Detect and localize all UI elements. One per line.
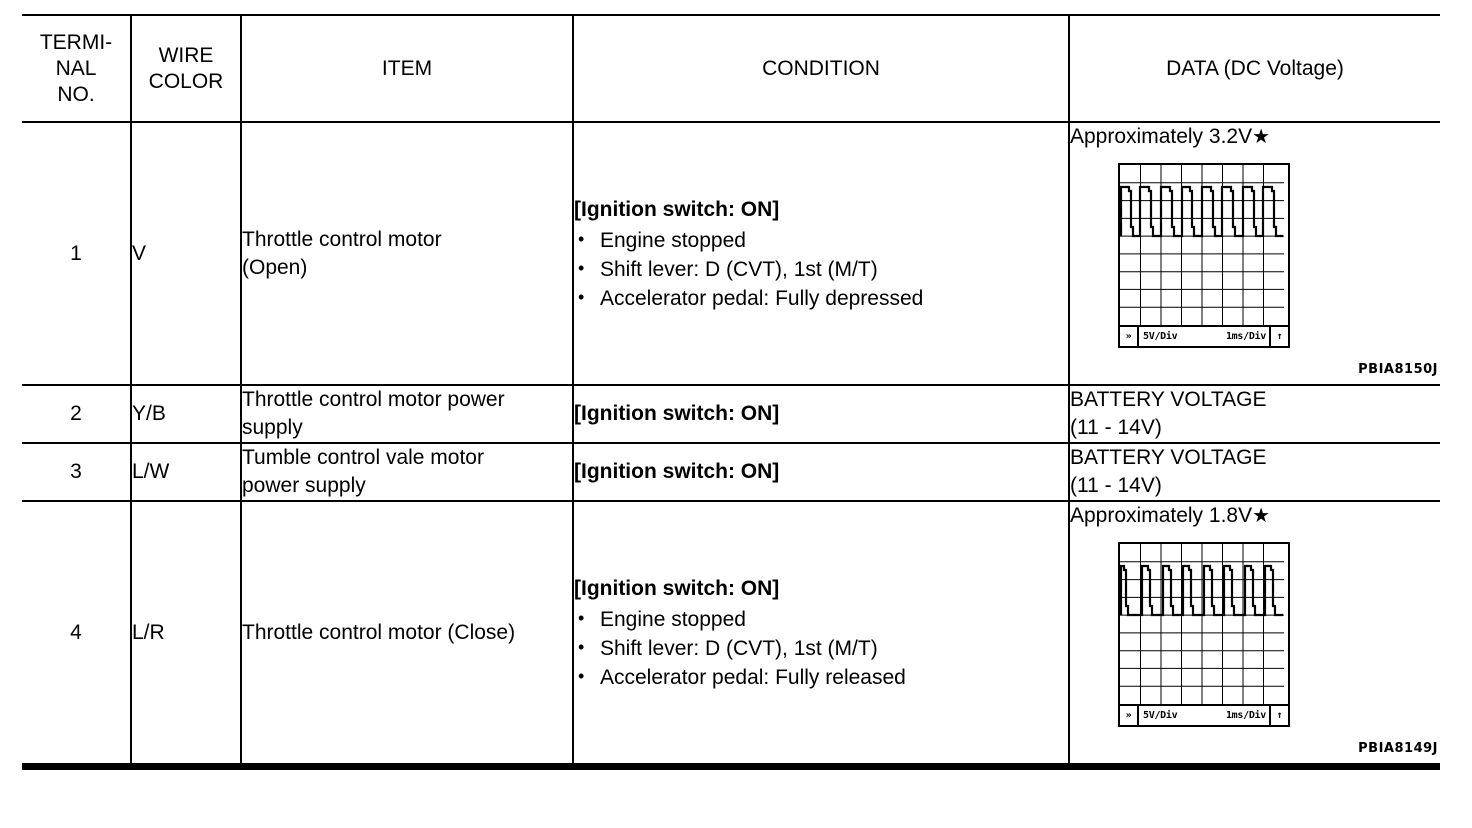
- header-line: WIRE: [158, 43, 214, 67]
- waveform-title: Approximately 3.2V★: [1070, 123, 1440, 151]
- cell-condition: [Ignition switch: ON]: [572, 384, 1070, 444]
- table-row: 3 L/W Tumble control vale motor power su…: [22, 442, 1440, 502]
- item-line: Tumble control vale motor: [242, 446, 484, 469]
- figure-reference-code: PBIA8150J: [1358, 362, 1438, 377]
- item-line: (Open): [242, 255, 308, 279]
- header-line: COLOR: [148, 69, 224, 93]
- cell-condition: [Ignition switch: ON] Engine stopped Shi…: [572, 121, 1070, 386]
- table-row: 2 Y/B Throttle control motor power suppl…: [22, 384, 1440, 444]
- condition-bullet-list: Engine stopped Shift lever: D (CVT), 1st…: [574, 225, 1068, 313]
- condition-bullet: Engine stopped: [574, 225, 1068, 255]
- star-icon: ★: [1252, 126, 1271, 148]
- item-line: power supply: [242, 474, 366, 497]
- terminal-data-table: TERMI- NAL NO. WIRE COLOR ITEM CONDITION…: [22, 14, 1440, 770]
- item-line: Throttle control motor (Close): [242, 620, 516, 644]
- item-line: supply: [242, 416, 303, 439]
- cell-condition: [Ignition switch: ON]: [572, 442, 1070, 502]
- cell-wire-color: Y/B: [130, 384, 242, 444]
- cell-data: BATTERY VOLTAGE (11 - 14V): [1068, 442, 1440, 502]
- condition-bullet: Engine stopped: [574, 604, 1068, 634]
- condition-heading: [Ignition switch: ON]: [574, 576, 780, 600]
- scope-left-marker-icon: »: [1120, 706, 1139, 725]
- column-header-data: DATA (DC Voltage): [1068, 14, 1440, 123]
- scope-trigger-marker-icon: ↑: [1269, 327, 1288, 346]
- item-line: Throttle control motor power: [242, 388, 505, 411]
- cell-terminal-no: 4: [22, 500, 132, 770]
- scope-time-per-div: 1ms/Div: [1225, 709, 1266, 721]
- scope-trigger-marker-icon: ↑: [1269, 706, 1288, 725]
- item-line: Throttle control motor: [242, 227, 442, 251]
- scope-left-marker-icon: »: [1120, 327, 1139, 346]
- condition-bullet-list: Engine stopped Shift lever: D (CVT), 1st…: [574, 604, 1068, 692]
- oscilloscope-footer: » 5V/Div 1ms/Div ↑: [1120, 325, 1288, 346]
- condition-bullet: Accelerator pedal: Fully depressed: [574, 283, 1068, 313]
- star-icon: ★: [1252, 505, 1271, 527]
- waveform-block: Approximately 3.2V★: [1070, 123, 1440, 384]
- scope-scale-readout: 5V/Div 1ms/Div: [1139, 323, 1269, 351]
- cell-data: BATTERY VOLTAGE (11 - 14V): [1068, 384, 1440, 444]
- condition-bullet: Shift lever: D (CVT), 1st (M/T): [574, 633, 1068, 663]
- waveform-svg: [1120, 544, 1284, 704]
- condition-bullet: Accelerator pedal: Fully released: [574, 662, 1068, 692]
- table-row: 4 L/R Throttle control motor (Close) [Ig…: [22, 500, 1440, 770]
- cell-terminal-no: 1: [22, 121, 132, 386]
- data-line: (11 - 14V): [1070, 416, 1162, 439]
- oscilloscope-grid: [1120, 165, 1288, 325]
- oscilloscope-grid: [1120, 544, 1288, 704]
- figure-reference-code: PBIA8149J: [1358, 741, 1438, 756]
- scope-volts-per-div: 5V/Div: [1143, 709, 1178, 721]
- header-line: NO.: [57, 82, 95, 106]
- cell-item: Tumble control vale motor power supply: [240, 442, 574, 502]
- cell-wire-color: V: [130, 121, 242, 386]
- scope-volts-per-div: 5V/Div: [1143, 330, 1178, 342]
- cell-terminal-no: 3: [22, 442, 132, 502]
- scope-scale-readout: 5V/Div 1ms/Div: [1139, 702, 1269, 730]
- header-line: NAL: [55, 56, 97, 80]
- cell-item: Throttle control motor (Close): [240, 500, 574, 770]
- cell-terminal-no: 2: [22, 384, 132, 444]
- data-line: BATTERY VOLTAGE: [1070, 446, 1267, 469]
- condition-heading: [Ignition switch: ON]: [574, 197, 780, 221]
- cell-wire-color: L/W: [130, 442, 242, 502]
- cell-condition: [Ignition switch: ON] Engine stopped Shi…: [572, 500, 1070, 770]
- cell-item: Throttle control motor (Open): [240, 121, 574, 386]
- waveform-svg: [1120, 165, 1284, 325]
- waveform-title: Approximately 1.8V★: [1070, 502, 1440, 530]
- waveform-block: Approximately 1.8V★: [1070, 502, 1440, 763]
- waveform-voltage: Approximately 3.2V: [1070, 125, 1253, 148]
- cell-wire-color: L/R: [130, 500, 242, 770]
- scope-time-per-div: 1ms/Div: [1225, 330, 1266, 342]
- table-body: 1 V Throttle control motor (Open) [Ignit…: [22, 121, 1440, 770]
- column-header-terminal-no: TERMI- NAL NO.: [22, 14, 132, 123]
- column-header-wire-color: WIRE COLOR: [130, 14, 242, 123]
- cell-data: Approximately 1.8V★: [1068, 500, 1440, 770]
- condition-bullet: Shift lever: D (CVT), 1st (M/T): [574, 254, 1068, 284]
- cell-data: Approximately 3.2V★: [1068, 121, 1440, 386]
- data-line: BATTERY VOLTAGE: [1070, 388, 1267, 411]
- waveform-voltage: Approximately 1.8V: [1070, 504, 1253, 527]
- condition-heading: [Ignition switch: ON]: [574, 401, 780, 425]
- cell-item: Throttle control motor power supply: [240, 384, 574, 444]
- data-line: (11 - 14V): [1070, 474, 1162, 497]
- oscilloscope-display: » 5V/Div 1ms/Div ↑: [1118, 163, 1290, 348]
- condition-heading: [Ignition switch: ON]: [574, 459, 780, 483]
- table-row: 1 V Throttle control motor (Open) [Ignit…: [22, 121, 1440, 386]
- header-line: TERMI-: [39, 30, 113, 54]
- column-header-item: ITEM: [240, 14, 574, 123]
- table-header: TERMI- NAL NO. WIRE COLOR ITEM CONDITION…: [22, 14, 1440, 123]
- column-header-condition: CONDITION: [572, 14, 1070, 123]
- oscilloscope-display: » 5V/Div 1ms/Div ↑: [1118, 542, 1290, 727]
- oscilloscope-footer: » 5V/Div 1ms/Div ↑: [1120, 704, 1288, 725]
- header-row: TERMI- NAL NO. WIRE COLOR ITEM CONDITION…: [22, 14, 1440, 123]
